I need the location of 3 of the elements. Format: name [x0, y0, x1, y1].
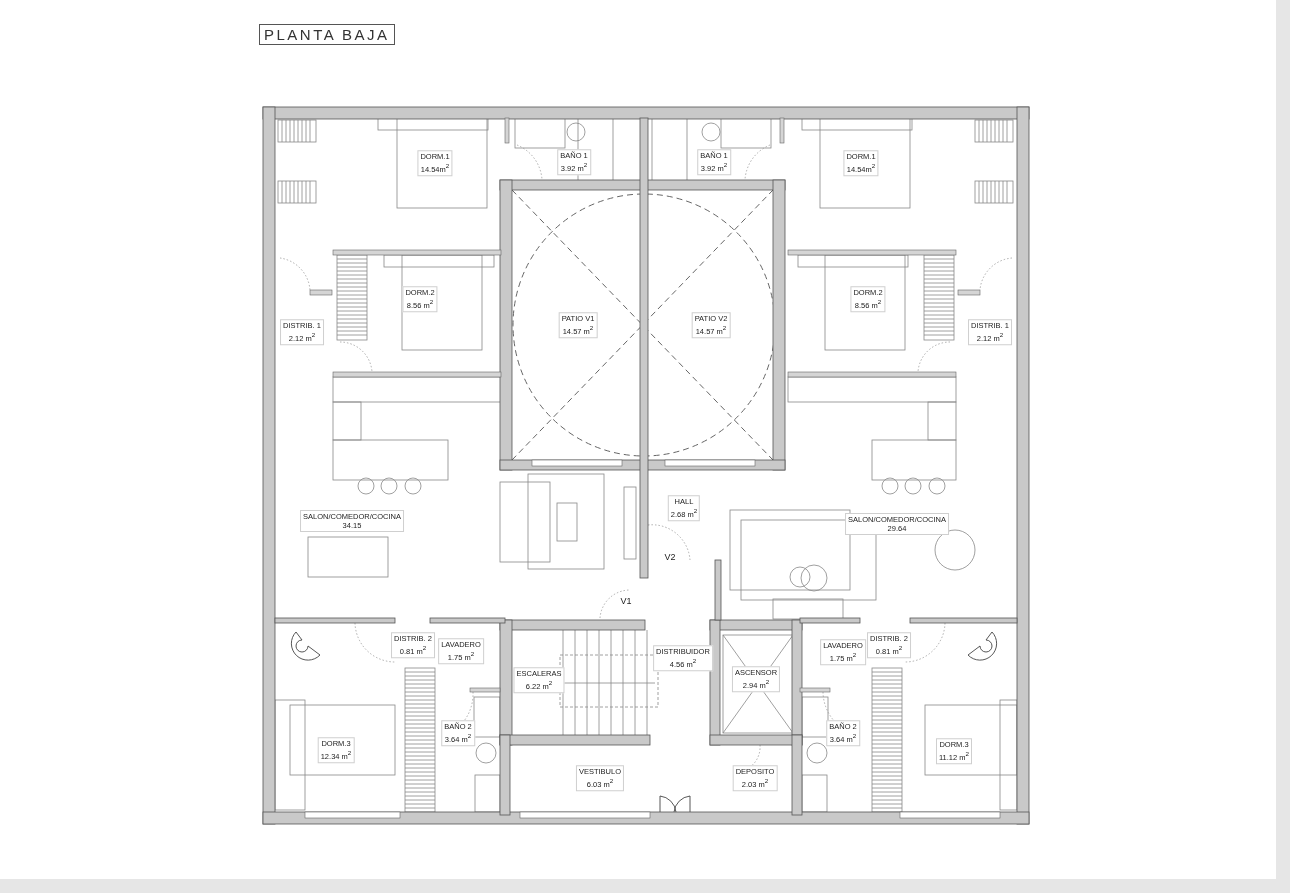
door-label: V1 [620, 596, 632, 606]
door-label: V2 [664, 552, 676, 562]
plan-title: PLANTA BAJA [259, 24, 395, 45]
